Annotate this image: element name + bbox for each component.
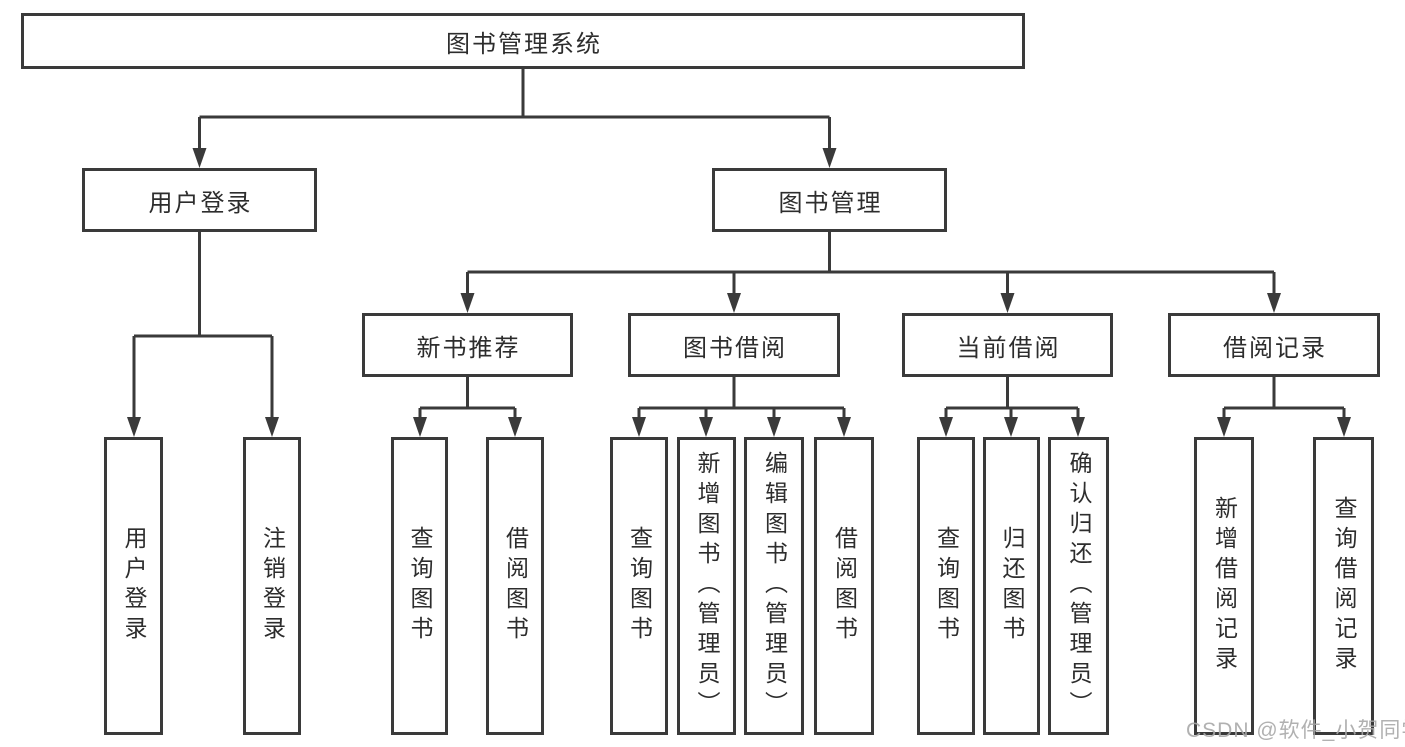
arrowhead <box>508 417 522 437</box>
node-book-borrow: 图书借阅 <box>628 313 840 377</box>
connector-user-login <box>132 232 274 419</box>
connector-new-book <box>418 377 517 419</box>
arrowhead <box>1217 417 1231 437</box>
arrowhead <box>1004 417 1018 437</box>
leaf-logout: 注销登录 <box>243 437 301 735</box>
arrowhead <box>727 293 741 313</box>
leaf-edit-books-admin-label: 编辑图书（管理员） <box>761 451 788 721</box>
node-book-management: 图书管理 <box>712 168 947 232</box>
connector-book-borrow <box>637 377 846 419</box>
leaf-confirm-return-admin-label: 确认归还（管理员） <box>1066 451 1092 721</box>
leaf-query-books-2: 查询图书 <box>610 437 668 735</box>
leaf-query-books-3: 查询图书 <box>917 437 975 735</box>
node-new-book-recommend-label: 新书推荐 <box>416 334 521 362</box>
leaf-query-borrow-record-label: 查询借阅记录 <box>1331 496 1357 676</box>
leaf-add-borrow-record: 新增借阅记录 <box>1194 437 1254 735</box>
node-borrow-records-label: 借阅记录 <box>1223 334 1327 362</box>
leaf-return-books-label: 归还图书 <box>999 526 1025 646</box>
arrowhead <box>460 293 475 313</box>
node-book-borrow-label: 图书借阅 <box>683 334 787 362</box>
leaf-query-borrow-record: 查询借阅记录 <box>1313 437 1374 735</box>
node-current-borrow: 当前借阅 <box>902 313 1113 377</box>
leaf-borrow-books-2: 借阅图书 <box>814 437 874 735</box>
leaf-add-books-admin: 新增图书（管理员） <box>677 437 736 735</box>
node-new-book-recommend: 新书推荐 <box>362 313 573 377</box>
arrowhead <box>127 417 141 437</box>
arrowhead <box>822 148 837 168</box>
connector-root <box>198 69 831 150</box>
arrowhead <box>767 417 781 437</box>
node-current-borrow-label: 当前借阅 <box>956 334 1061 362</box>
node-root: 图书管理系统 <box>21 13 1025 69</box>
connector-current-borrow <box>944 377 1080 419</box>
arrowhead <box>192 148 207 168</box>
connector-borrow-records <box>1222 377 1346 419</box>
connector-book-management <box>466 232 1276 295</box>
arrowhead <box>632 417 646 437</box>
leaf-borrow-books-1-label: 借阅图书 <box>502 526 529 646</box>
arrowhead <box>699 417 713 437</box>
leaf-edit-books-admin: 编辑图书（管理员） <box>744 437 804 735</box>
arrowhead <box>939 417 953 437</box>
arrowhead <box>1071 417 1085 437</box>
leaf-borrow-books-2-label: 借阅图书 <box>831 526 858 646</box>
watermark: CSDN @软件_小贺同学 <box>1186 719 1405 742</box>
node-root-label: 图书管理系统 <box>446 30 602 58</box>
node-book-management-label: 图书管理 <box>778 189 883 217</box>
leaf-return-books: 归还图书 <box>983 437 1040 735</box>
node-user-login: 用户登录 <box>82 168 317 232</box>
arrowhead <box>837 417 851 437</box>
leaf-query-books-2-label: 查询图书 <box>626 526 653 646</box>
arrowhead <box>413 417 427 437</box>
arrowhead <box>1267 293 1281 313</box>
leaf-user-login: 用户登录 <box>104 437 163 735</box>
leaf-borrow-books-1: 借阅图书 <box>486 437 544 735</box>
leaf-query-books-3-label: 查询图书 <box>933 526 960 646</box>
leaf-user-login-label: 用户登录 <box>121 526 147 646</box>
leaf-add-books-admin-label: 新增图书（管理员） <box>694 451 720 721</box>
leaf-query-books-1-label: 查询图书 <box>407 526 433 646</box>
leaf-confirm-return-admin: 确认归还（管理员） <box>1048 437 1109 735</box>
leaf-query-books-1: 查询图书 <box>391 437 448 735</box>
node-user-login-label: 用户登录 <box>148 189 253 217</box>
leaf-logout-label: 注销登录 <box>259 526 286 646</box>
arrowhead <box>265 417 279 437</box>
node-borrow-records: 借阅记录 <box>1168 313 1380 377</box>
arrowhead <box>1337 417 1351 437</box>
arrowhead <box>1000 293 1015 313</box>
leaf-add-borrow-record-label: 新增借阅记录 <box>1211 496 1238 676</box>
